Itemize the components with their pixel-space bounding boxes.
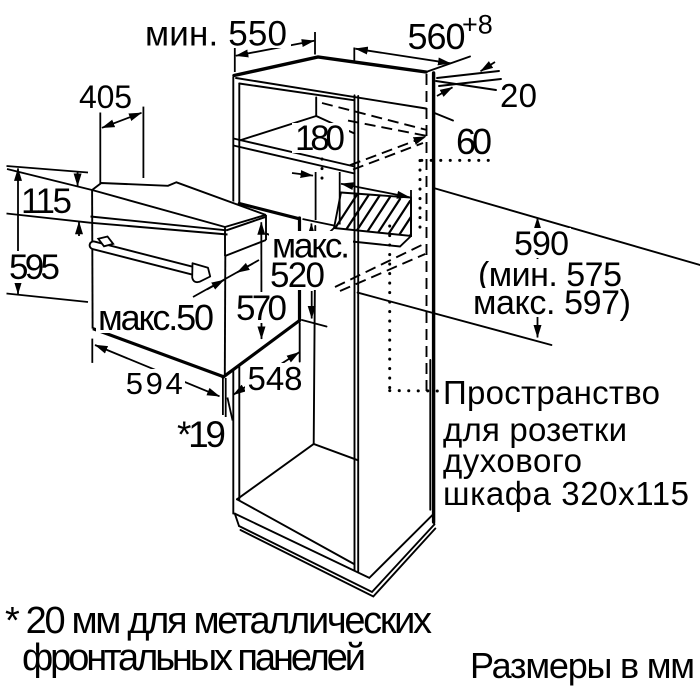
- svg-text:180: 180: [295, 119, 345, 158]
- svg-text:60: 60: [456, 121, 492, 162]
- svg-text:для розетки: для розетки: [443, 411, 627, 448]
- svg-text:мин. 550: мин. 550: [145, 15, 287, 54]
- svg-text:520: 520: [270, 256, 325, 295]
- svg-text:макс.50: макс.50: [98, 297, 214, 338]
- svg-text:+8: +8: [462, 10, 493, 40]
- svg-text:Размеры в мм: Размеры в мм: [470, 645, 695, 686]
- svg-text:548: 548: [248, 360, 303, 397]
- svg-text:570: 570: [236, 289, 287, 328]
- svg-text:*19: *19: [177, 414, 226, 455]
- svg-text:(мин. 575: (мин. 575: [478, 256, 622, 294]
- svg-text:шкафа 320x115: шкафа 320x115: [443, 475, 689, 512]
- svg-text:* 20 мм для металлических: * 20 мм для металлических: [5, 600, 432, 642]
- svg-text:405: 405: [79, 79, 132, 115]
- svg-text:Пространство: Пространство: [443, 374, 660, 411]
- svg-text:594: 594: [126, 366, 183, 401]
- svg-text:595: 595: [9, 248, 60, 287]
- svg-text:макс. 597): макс. 597): [473, 284, 631, 322]
- svg-text:560: 560: [408, 16, 466, 57]
- svg-text:590: 590: [514, 225, 569, 263]
- svg-text:20: 20: [500, 77, 537, 114]
- svg-text:макс.: макс.: [272, 227, 350, 266]
- svg-text:фронтальных панелей: фронтальных панелей: [22, 637, 366, 679]
- svg-text:115: 115: [21, 182, 72, 221]
- svg-text:духового: духового: [443, 442, 582, 479]
